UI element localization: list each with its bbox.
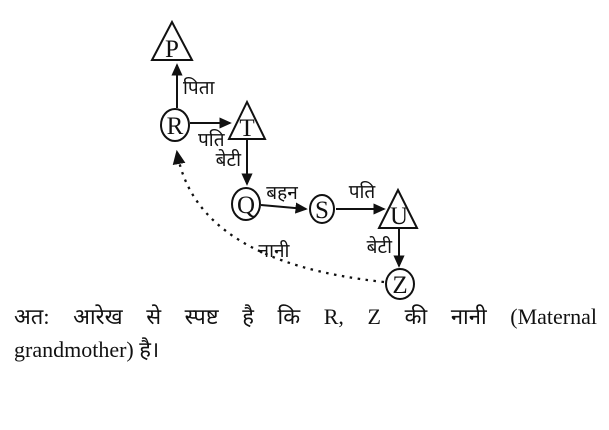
node-p-label: P xyxy=(165,36,179,63)
edge-z-r-dotted-curve xyxy=(172,149,385,284)
conclusion-line-1: अत: आरेख से स्पष्ट है कि R, Z की नानी (M… xyxy=(14,304,597,329)
edge-r-t-label: पति xyxy=(198,128,226,151)
node-t-label: T xyxy=(239,115,254,142)
edge-q-s-label: बहन xyxy=(266,183,298,204)
node-q-label: Q xyxy=(237,192,255,219)
node-u-triangle xyxy=(377,187,419,229)
edge-q-s-line xyxy=(260,202,308,214)
node-u-label: U xyxy=(390,203,408,230)
node-p-triangle xyxy=(150,19,194,61)
edge-t-q-label: बेटी xyxy=(216,148,242,171)
conclusion-text: अत: आरेख से स्पष्ट है कि R, Z की नानी (M… xyxy=(14,300,597,366)
edge-r-p-label: पिता xyxy=(183,76,216,99)
node-z-label: Z xyxy=(392,272,407,299)
node-z-circle xyxy=(385,268,415,300)
diagram-canvas: P R T Q S U Z पिता पति बेटी बहन पति बेटी… xyxy=(150,19,419,300)
edge-s-u-label: पति xyxy=(349,180,377,203)
family-relation-diagram: P R T Q S U Z पिता पति बेटी बहन पति बेटी… xyxy=(150,19,419,300)
edge-u-z-label: बेटी xyxy=(367,235,393,258)
node-s-circle xyxy=(309,194,335,224)
node-t-triangle xyxy=(227,99,267,140)
edge-z-r-label: नानी xyxy=(259,239,291,262)
node-r-label: R xyxy=(167,113,184,140)
node-s-label: S xyxy=(315,197,329,224)
node-r-circle xyxy=(160,108,190,142)
node-q-circle xyxy=(231,187,261,221)
conclusion-line-2: grandmother) है। xyxy=(14,337,160,362)
